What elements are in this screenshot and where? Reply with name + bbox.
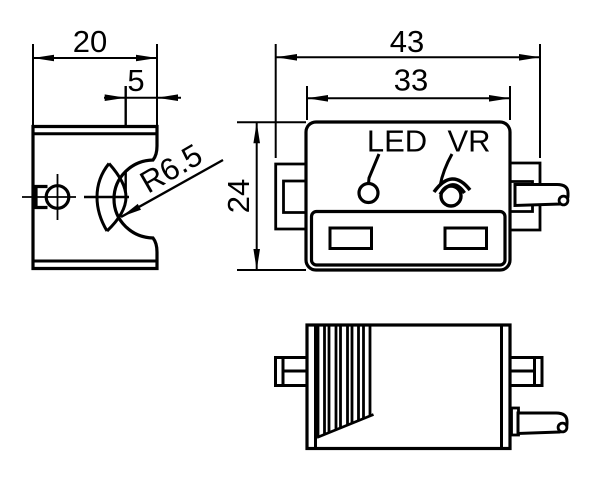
- terminal-plate: [309, 209, 507, 267]
- dim-33-label: 33: [394, 63, 428, 98]
- dim-43-label: 43: [390, 24, 424, 59]
- front-view-dimension-lines: [237, 44, 541, 271]
- side-view: 20 5 R6.5: [22, 24, 224, 271]
- mounting-screw-icon: [22, 174, 76, 220]
- side-view-rails: [33, 132, 157, 263]
- front-view: 43 33 24 LED VR: [221, 24, 570, 272]
- front-left-bracket: [274, 162, 306, 231]
- dim-20-label: 20: [73, 24, 107, 59]
- bottom-cable: [510, 406, 569, 437]
- bottom-view-edge-strips: [314, 325, 503, 449]
- terminal-window-right: [443, 226, 488, 250]
- vr-label: VR: [447, 124, 490, 159]
- bottom-right-tab: [508, 356, 544, 387]
- dim-24-label: 24: [221, 179, 256, 213]
- vr-adjuster-icon: [432, 153, 472, 208]
- led-indicator-icon: [357, 153, 381, 205]
- terminal-window-left: [328, 226, 373, 250]
- lens-icon: [84, 162, 129, 233]
- front-cable: [513, 183, 570, 208]
- led-label: LED: [367, 124, 427, 159]
- dim-5-label: 5: [127, 63, 144, 98]
- bottom-left-tab: [274, 356, 309, 387]
- bottom-view: [274, 323, 569, 451]
- ridge-pattern: [316, 326, 374, 439]
